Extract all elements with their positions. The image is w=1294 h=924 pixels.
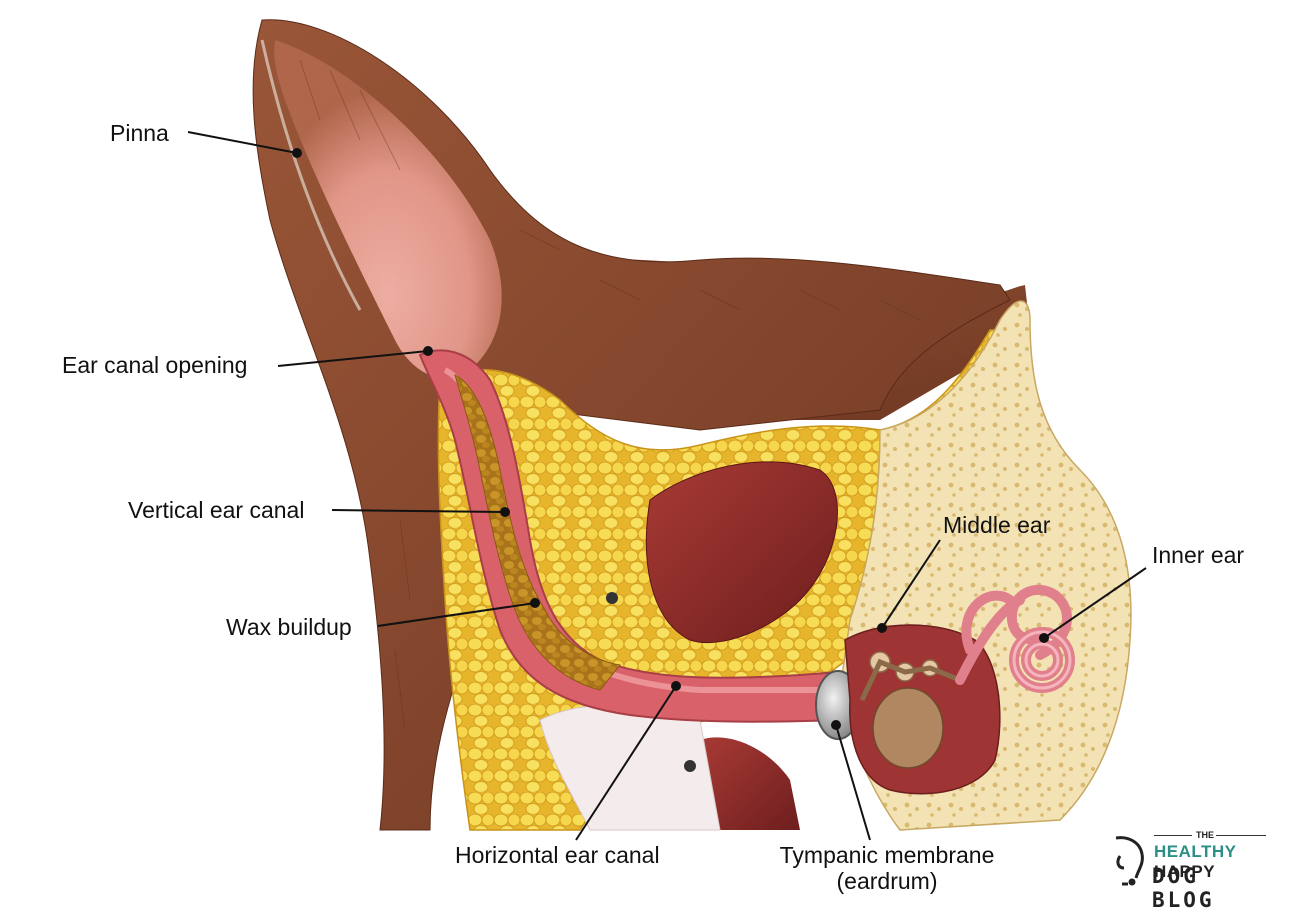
label-tympanic-line1: Tympanic membrane [779, 842, 995, 868]
wax-buildup [454, 374, 621, 691]
label-wax-buildup: Wax buildup [226, 614, 352, 640]
label-inner-ear: Inner ear [1152, 542, 1245, 568]
logo-rule-right [1216, 835, 1266, 836]
inner-ear-highlight [1012, 630, 1072, 690]
label-middle-ear: Middle ear [943, 512, 1051, 538]
label-vertical-ear-canal: Vertical ear canal [128, 497, 305, 523]
fur-texture [299, 59, 921, 731]
pinna-edge-highlight [260, 39, 362, 311]
label-horizontal-ear-canal: Horizontal ear canal [455, 842, 660, 868]
label-tympanic-line2: (eardrum) [836, 868, 938, 894]
logo-healthy-happy: HEALTHY HAPPY [1154, 842, 1272, 882]
dog-icon [1115, 836, 1144, 886]
site-logo: THE HEALTHY HAPPY DOG BLOG [1112, 830, 1272, 912]
label-ear-canal-opening: Ear canal opening [62, 352, 248, 378]
logo-healthy: HEALTHY [1154, 842, 1237, 861]
ossicle-bulla [872, 687, 944, 769]
logo-dog-blog: DOG BLOG [1152, 864, 1215, 912]
label-tympanic-membrane: Tympanic membrane (eardrum) [775, 842, 999, 894]
lower-muscle [700, 737, 800, 830]
muscle [645, 461, 838, 644]
leader-lines [187, 131, 1147, 841]
cartilage [539, 704, 721, 831]
vessel-dot [684, 760, 696, 772]
logo-the: THE [1196, 830, 1214, 840]
leader-endpoints [292, 148, 1049, 730]
ossicles [859, 651, 961, 702]
label-pinna: Pinna [110, 120, 169, 146]
pinna-inner [274, 40, 502, 379]
logo-happy: HAPPY [1154, 862, 1216, 881]
logo-rule-left [1154, 835, 1192, 836]
vessel-dot [606, 592, 618, 604]
